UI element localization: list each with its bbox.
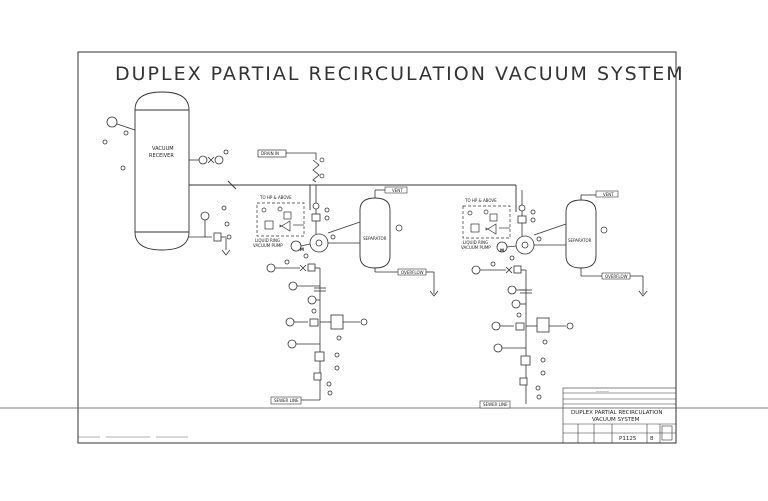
left-separator <box>359 197 391 269</box>
right-sewer-label: SEWER LINE <box>483 402 508 407</box>
vacuum-receiver <box>134 91 190 251</box>
right-separator-label: SEPARATOR <box>568 238 592 243</box>
right-unit: TO HP & ABOVE <box>461 190 648 409</box>
title-block-line2: VACUUM SYSTEM <box>592 417 640 423</box>
right-vent-tag <box>595 190 619 198</box>
left-vent-tag <box>384 186 408 194</box>
sheet-border <box>77 51 677 444</box>
left-pump-label-1: LIQUID RING <box>255 238 280 243</box>
receiver-label-2: RECEIVER <box>149 153 174 159</box>
left-separator-label: SEPARATOR <box>363 236 387 241</box>
drawing-title: DUPLEX PARTIAL RECIRCULATION VACUUM SYST… <box>115 63 685 85</box>
right-control-box <box>462 205 511 239</box>
drain-in-tag <box>257 149 287 158</box>
right-vent-label: VENT <box>603 192 614 197</box>
right-pump-label-2: VACUUM PUMP <box>461 245 491 250</box>
left-pump-label-2: VACUUM PUMP <box>253 243 283 248</box>
receiver-label-1: VACUUM <box>152 146 174 152</box>
left-sewer-tag <box>270 396 302 405</box>
title-block <box>562 387 677 444</box>
title-block-logo <box>661 425 673 441</box>
left-sewer-label: SEWER LINE <box>274 398 299 403</box>
title-block-drawing-no: P1125 <box>619 436 637 442</box>
title-block-line1: DUPLEX PARTIAL RECIRCULATION <box>571 410 662 416</box>
main-vacuum-header <box>189 180 517 212</box>
right-note: TO HP & ABOVE <box>464 198 497 203</box>
drain-in-label: DRAIN IN <box>261 151 279 156</box>
left-motor-m: M <box>300 247 304 252</box>
receiver-gauge <box>102 116 136 171</box>
title-block-sheet: 8 <box>650 436 654 442</box>
left-unit: TO HP & ABOVE <box>253 185 439 405</box>
right-sewer-tag <box>479 400 511 409</box>
right-pump-label-1: LIQUID RING <box>463 240 488 245</box>
left-overflow-label: OVERFLOW <box>401 270 424 275</box>
drain-in-coil <box>286 152 320 183</box>
right-overflow-label: OVERFLOW <box>605 274 628 279</box>
receiver-instruments <box>189 149 232 256</box>
title-block-header: ———— <box>596 389 610 393</box>
right-motor-m: M <box>500 248 504 253</box>
right-separator <box>565 199 597 269</box>
left-note: TO HP & ABOVE <box>259 195 292 200</box>
left-vent-label: VENT <box>392 188 403 193</box>
